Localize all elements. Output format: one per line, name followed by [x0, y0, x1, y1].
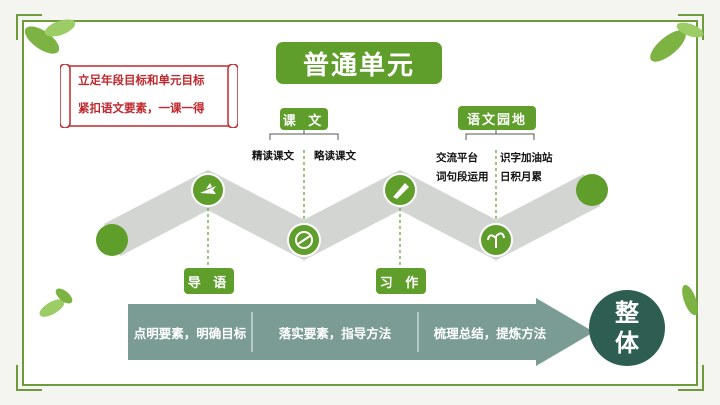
item-jiaoliu: 交流平台 — [436, 152, 478, 164]
tag-kewen: 课 文 — [280, 108, 328, 130]
path-endpoint — [96, 224, 128, 256]
scroll-line-2: 紧扣语文要素，一课一得 — [78, 101, 205, 115]
corner-ornament — [678, 365, 704, 391]
scroll-line-1: 立足年段目标和单元目标 — [78, 73, 205, 87]
item-luedu: 略读课文 — [314, 150, 356, 162]
whole-circle: 整 体 — [589, 290, 665, 366]
tag-yuwen-yuandi: 语文园地 — [458, 106, 536, 130]
progress-arrow — [128, 298, 594, 366]
corner-ornament — [16, 14, 42, 40]
bar-step-1: 点明要素，明确目标 — [133, 325, 247, 341]
whole-char-1: 整 — [615, 299, 639, 327]
scroll-banner — [60, 64, 238, 128]
corner-ornament — [678, 14, 704, 40]
bar-step-3: 梳理总结，提炼方法 — [433, 325, 547, 341]
pen-icon — [383, 173, 417, 207]
tag-daoyu: 导 语 — [184, 268, 234, 294]
item-jingdu: 精读课文 — [252, 150, 294, 162]
path-endpoint — [576, 174, 608, 206]
bar-step-2: 落实要素，指导方法 — [278, 325, 392, 341]
leaf-badge-icon — [287, 223, 321, 257]
tag-xizuo: 习 作 — [376, 268, 426, 294]
plane-icon — [191, 173, 225, 207]
page-title: 普通单元 — [276, 42, 442, 84]
whole-char-2: 体 — [615, 329, 639, 357]
item-rijie: 日积月累 — [500, 171, 542, 183]
item-ciju: 词句段运用 — [436, 171, 489, 183]
item-shizi: 识字加油站 — [500, 152, 553, 164]
corner-ornament — [16, 365, 42, 391]
seedling-icon — [479, 223, 513, 257]
